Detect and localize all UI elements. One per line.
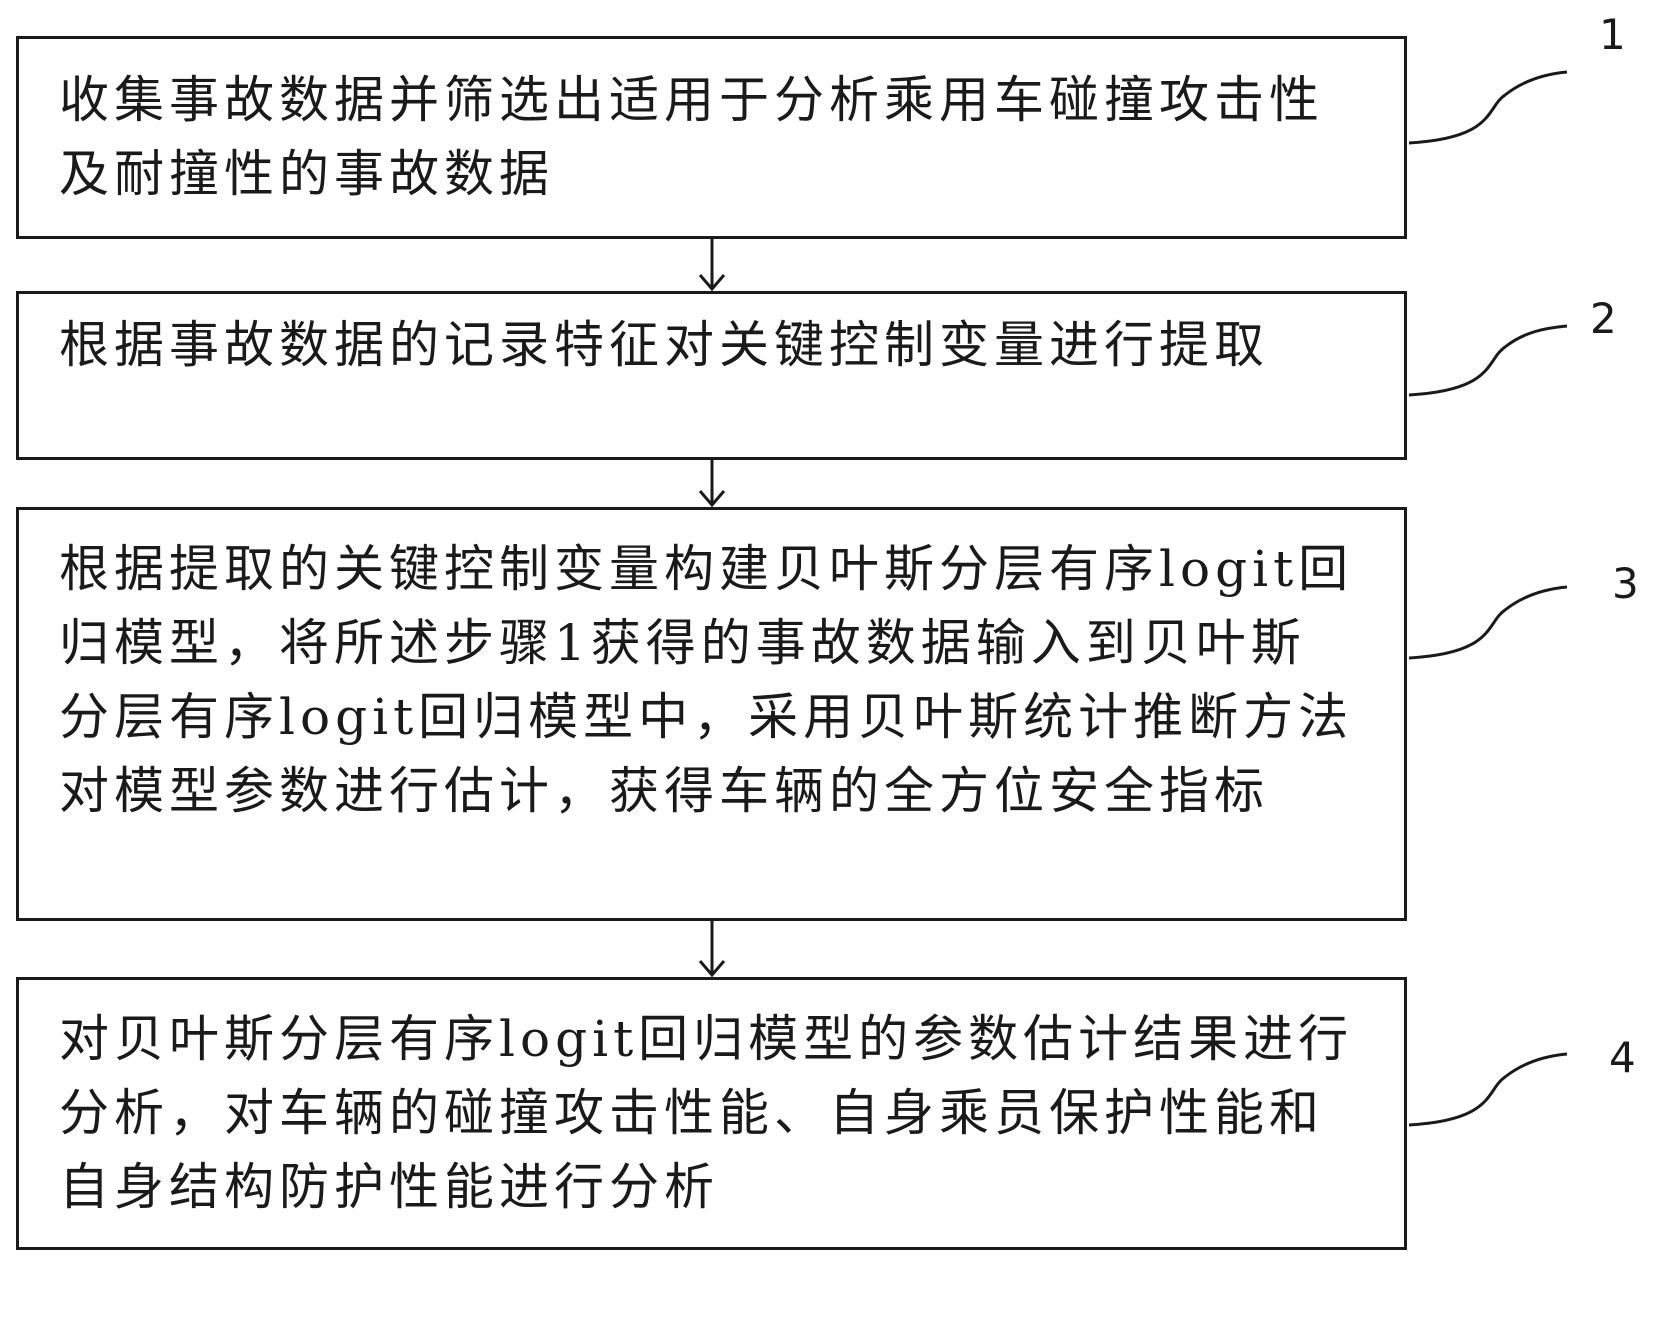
- step-2-box: 根据事故数据的记录特征对关键控制变量进行提取: [16, 291, 1407, 460]
- step-4-text: 对贝叶斯分层有序logit回归模型的参数估计结果进行分析，对车辆的碰撞攻击性能、…: [59, 1010, 1354, 1216]
- flow-arrows: [698, 239, 726, 978]
- step-1-number: 1: [1599, 10, 1626, 59]
- arrow-2-to-3: [698, 460, 726, 508]
- callout-line-2: [1408, 324, 1568, 397]
- callout-lines: [1408, 70, 1568, 1127]
- step-1-text: 收集事故数据并筛选出适用于分析乘用车碰撞攻击性及耐撞性的事故数据: [59, 71, 1324, 203]
- step-3-box: 根据提取的关键控制变量构建贝叶斯分层有序logit回归模型，将所述步骤1获得的事…: [16, 507, 1407, 921]
- step-3-text: 根据提取的关键控制变量构建贝叶斯分层有序logit回归模型，将所述步骤1获得的事…: [59, 540, 1354, 820]
- callout-line-1: [1408, 70, 1568, 145]
- step-4-box: 对贝叶斯分层有序logit回归模型的参数估计结果进行分析，对车辆的碰撞攻击性能、…: [16, 977, 1407, 1250]
- arrow-1-to-2: [698, 239, 726, 292]
- callout-line-3: [1408, 585, 1568, 660]
- step-4-number: 4: [1609, 1033, 1636, 1082]
- arrow-3-to-4: [698, 921, 726, 978]
- step-1-box: 收集事故数据并筛选出适用于分析乘用车碰撞攻击性及耐撞性的事故数据: [16, 36, 1407, 239]
- step-2-number: 2: [1590, 294, 1617, 343]
- step-3-number: 3: [1612, 559, 1639, 608]
- step-2-text: 根据事故数据的记录特征对关键控制变量进行提取: [59, 316, 1269, 374]
- callout-line-4: [1408, 1052, 1568, 1127]
